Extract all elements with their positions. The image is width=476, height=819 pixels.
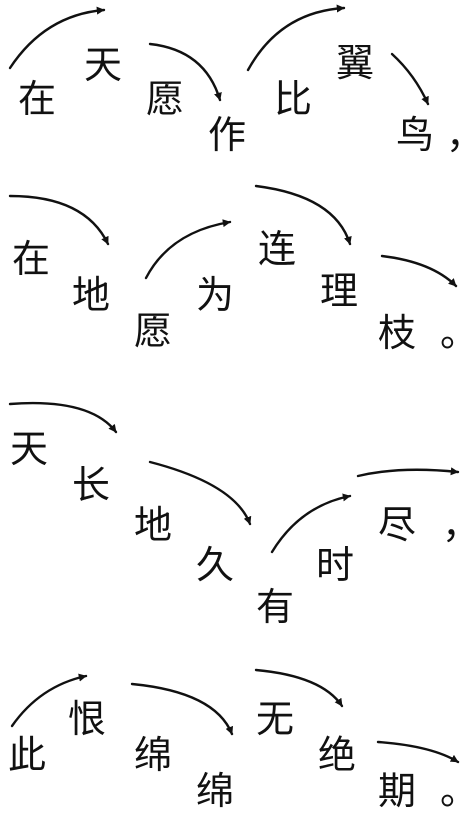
poem-char: 比 <box>274 77 313 121</box>
rising-arrow <box>356 467 460 478</box>
poem-char: 长 <box>72 463 111 507</box>
poem-punctuation: ， <box>446 116 476 154</box>
poem-char: 翼 <box>336 41 375 85</box>
poem-char: 有 <box>256 585 295 629</box>
poem-char: 天 <box>10 427 49 471</box>
falling-arrow <box>380 254 458 288</box>
falling-arrow <box>8 194 110 246</box>
poem-char: 此 <box>8 733 47 777</box>
falling-arrow <box>148 460 252 526</box>
poem-char: 愿 <box>134 309 173 353</box>
falling-arrow <box>130 682 234 736</box>
rising-arrow <box>270 493 352 554</box>
falling-arrow <box>390 52 430 106</box>
falling-arrow <box>8 401 118 434</box>
falling-arrow <box>254 184 352 246</box>
poem-char: 无 <box>256 697 295 741</box>
rising-arrow <box>8 6 106 70</box>
poem-char: 绝 <box>318 733 357 777</box>
poem-char: 地 <box>72 273 111 317</box>
poem-char: 在 <box>12 237 51 281</box>
poem-char: 时 <box>316 543 355 587</box>
rising-arrow <box>246 4 346 72</box>
rising-arrow <box>144 219 232 280</box>
poem-punctuation: ， <box>442 506 476 544</box>
poem-char: 愿 <box>146 77 185 121</box>
poem-char: 地 <box>134 503 173 547</box>
falling-arrow <box>376 740 460 764</box>
poem-char: 绵 <box>196 769 235 813</box>
poem-char: 绵 <box>134 733 173 777</box>
poem-punctuation: 。 <box>440 769 476 813</box>
rising-arrow <box>10 673 88 728</box>
poem-char: 理 <box>320 269 359 313</box>
poem-char: 期 <box>378 769 417 813</box>
poem-char: 为 <box>196 273 235 317</box>
poem-char: 久 <box>196 543 235 587</box>
poem-char: 枝 <box>378 311 417 355</box>
poem-punctuation: 。 <box>440 311 476 355</box>
poem-char: 尽 <box>378 503 417 547</box>
poem-char: 作 <box>208 113 247 157</box>
falling-arrow <box>148 42 222 102</box>
poem-char: 鸟 <box>396 113 435 157</box>
poem-char: 天 <box>84 43 123 87</box>
falling-arrow <box>254 668 344 708</box>
poem-char: 在 <box>18 77 57 121</box>
poem-char: 恨 <box>68 697 107 741</box>
poem-char: 连 <box>258 227 297 271</box>
